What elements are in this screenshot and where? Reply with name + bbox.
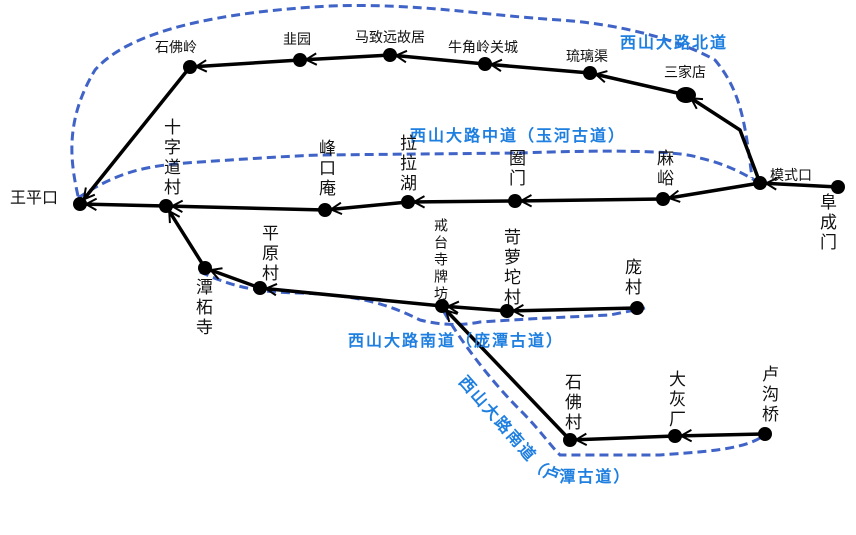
north-route-outline [70, 4, 754, 197]
south-pang-route-outline [199, 270, 646, 326]
node-niujiaoling [478, 57, 492, 71]
label-moshikou: 模式口 [770, 168, 812, 184]
node-liuliqu [583, 66, 597, 80]
route-segment [569, 434, 676, 442]
route-segment [165, 204, 326, 212]
node-quanmen [508, 194, 522, 208]
node-lalahu [401, 195, 415, 209]
node-kuoluotuo [500, 304, 514, 318]
route-segment [662, 181, 761, 201]
node-moshikou [753, 176, 767, 190]
route-segment [259, 286, 443, 308]
route-segment [389, 53, 486, 66]
route-segment [78, 65, 192, 206]
north-route-label: 西山大路北道 [620, 33, 728, 52]
node-jietaisi [435, 299, 449, 313]
node-mayu [656, 192, 670, 206]
route-segment [589, 71, 687, 97]
node-pangcun [630, 301, 644, 315]
node-sanjiadian [676, 87, 696, 103]
node-fengkouan [318, 203, 332, 217]
south-pang-route-label: 西山大路南道（庞潭古道） [348, 331, 564, 350]
label-shifoling: 石佛岭 [155, 40, 197, 56]
label-niujiaoling: 牛角岭关城 [448, 40, 518, 56]
route-segment [407, 199, 516, 204]
route-segment [204, 266, 261, 290]
route-segment [506, 306, 638, 313]
route-segment [79, 202, 167, 208]
route-segment [441, 304, 508, 313]
node-mazhiyuan [383, 48, 397, 62]
node-shifocun [563, 433, 577, 447]
route-segment [164, 205, 207, 269]
route-segment [759, 181, 839, 189]
route-segment [189, 58, 301, 69]
node-jiuyuan [293, 53, 307, 67]
node-fuchengmen [831, 180, 845, 194]
label-mazhiyuan: 马致远故居 [355, 30, 425, 46]
route-segment [484, 62, 591, 75]
route-segment [674, 432, 766, 438]
route-segment [685, 93, 762, 184]
middle-route-label: 西山大路中道（玉河古道） [410, 126, 626, 145]
route-segment [440, 304, 572, 442]
label-sanjiadian: 三家店 [664, 64, 706, 81]
label-liuliqu: 琉璃渠 [566, 48, 608, 65]
node-lugouqiao [758, 427, 772, 441]
node-wangpingkou [73, 197, 87, 211]
node-dahuichang [668, 429, 682, 443]
south-lu-route-outline [442, 311, 761, 457]
label-wangpingkou: 王平口 [10, 188, 58, 207]
middle-route-outline [77, 149, 759, 200]
south-lu-route-label: 西山大路南道（卢潭古道） [455, 372, 629, 486]
label-jiuyuan: 韭园 [283, 32, 311, 48]
route-segment [324, 200, 409, 212]
node-pingyuan [253, 281, 267, 295]
node-shifoling [183, 60, 197, 74]
route-segment [514, 197, 664, 203]
route-segment [299, 53, 391, 62]
node-shizidao [159, 199, 173, 213]
node-tanzhesi [198, 261, 212, 275]
south-lu-route-label-wrap: 西山大路南道（卢潭古道） [455, 372, 631, 486]
